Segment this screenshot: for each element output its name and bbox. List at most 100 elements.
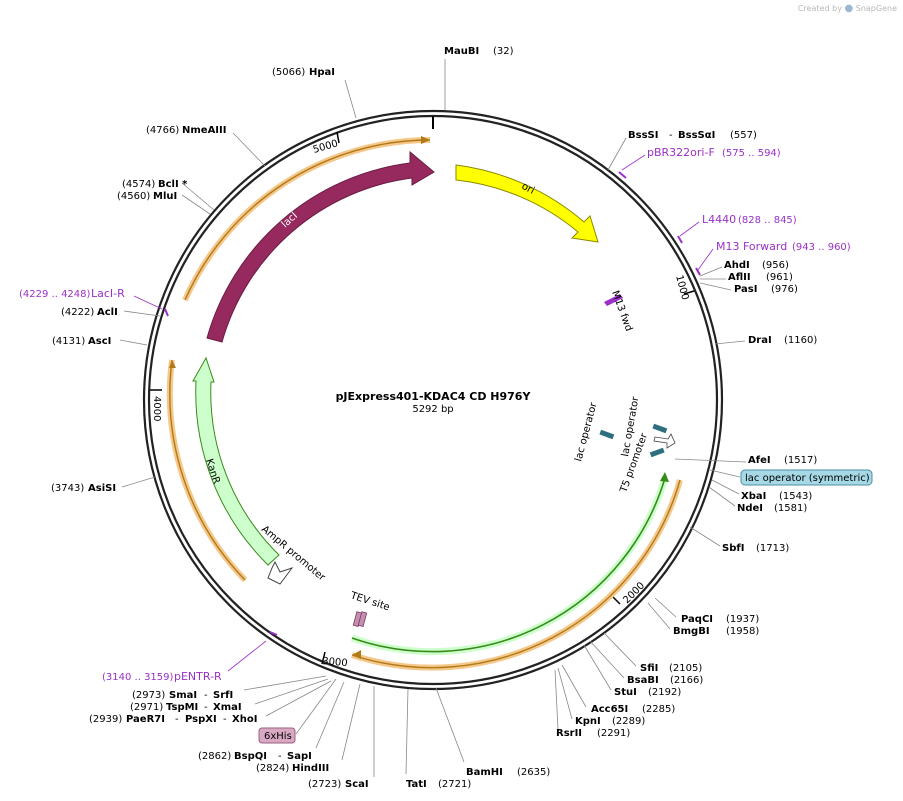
svg-text:(575 .. 594): (575 .. 594) [722,148,781,159]
site-bmgbi[interactable]: BmgBI (1958) [647,602,759,637]
svg-text:lac operator (symmetric): lac operator (symmetric) [745,473,870,484]
orf-upper-left-arrow [421,136,430,144]
svg-text:PaeR7I: PaeR7I [126,714,165,725]
svg-text:AclI: AclI [97,307,118,318]
site-aflii[interactable]: AflII (961) [700,272,793,283]
site-acc65i[interactable]: Acc65I (2285) [561,664,675,715]
svg-text:SapI: SapI [287,751,312,762]
site-nmeaiii[interactable]: (4766) NmeAIII [146,125,266,167]
primer-pentr-r[interactable]: (3140 .. 3159) pENTR-R [102,631,278,683]
cds-kdac4-arrow [660,472,669,482]
svg-text:(2939): (2939) [89,714,122,725]
svg-text:(943 .. 960): (943 .. 960) [792,242,851,253]
svg-text:(1958): (1958) [726,626,759,637]
lac-operator-1[interactable] [599,429,615,440]
svg-text:(1160): (1160) [784,335,817,346]
svg-text:XbaI: XbaI [741,491,766,502]
lac-operator-2[interactable] [652,423,668,434]
lac-operator-symmetric-badge[interactable]: lac operator (symmetric) [709,469,873,486]
svg-text:-: - [175,714,179,725]
site-drai[interactable]: DraI (1160) [714,335,817,346]
svg-text:M13 Forward: M13 Forward [716,240,787,253]
site-mlui[interactable]: (4560) MluI [117,191,211,215]
site-pasi[interactable]: PasI (976) [699,282,798,295]
site-paqci[interactable]: PaqCI (1937) [654,597,759,625]
primer-m13-forward[interactable]: M13 Forward (943 .. 960) [695,240,851,276]
site-scai[interactable]: (2723) ScaI [308,686,375,790]
svg-text:(32): (32) [493,46,514,57]
his-tag-badge[interactable]: 6xHis [258,678,337,744]
m13-fwd-primer[interactable] [604,294,623,306]
svg-text:AfeI: AfeI [748,455,771,466]
svg-text:(4229 .. 4248): (4229 .. 4248) [19,289,91,300]
primer-l4440[interactable]: L4440 (828 .. 845) [677,213,797,244]
svg-text:(3140 .. 3159): (3140 .. 3159) [102,672,174,683]
svg-text:HindIII: HindIII [292,763,329,774]
snapgene-logo-icon: ● [844,3,854,14]
plasmid-length: 5292 bp [412,404,453,415]
svg-text:(1517): (1517) [784,455,817,466]
site-kpni[interactable]: KpnI (2289) [557,667,645,727]
svg-text:TspMI: TspMI [166,702,198,713]
lac-operator-3[interactable] [649,447,665,458]
svg-text:BclI *: BclI * [158,179,188,190]
site-bsssi[interactable]: BssSI - BssSαI (557) [607,130,757,171]
tev-site-label: TEV site [348,590,391,613]
site-maubi[interactable]: MauBI (32) [444,46,514,110]
site-stui[interactable]: StuI (2192) [583,644,681,698]
svg-text:PaqCI: PaqCI [681,614,713,625]
svg-text:(976): (976) [771,284,798,295]
plasmid-name: pJExpress401-KDAC4 CD H976Y [336,390,532,403]
svg-text:AhdI: AhdI [724,260,750,271]
svg-text:LacI-R: LacI-R [91,287,125,300]
site-asisi[interactable]: (3743) AsiSI [51,476,156,494]
svg-text:(1581): (1581) [774,503,807,514]
svg-text:(961): (961) [766,272,793,283]
site-asci[interactable]: (4131) AscI [52,336,148,347]
t5-promoter-feature[interactable] [653,433,676,449]
site-tspmi[interactable]: (2971) TspMI - XmaI [130,678,329,713]
svg-text:(2973): (2973) [132,690,165,701]
site-xbai[interactable]: XbaI (1543) [711,479,812,502]
svg-text:(956): (956) [762,260,789,271]
primer-pbr322ori-f[interactable]: pBR322ori-F (575 .. 594) [618,146,781,179]
svg-text:RsrII: RsrII [556,728,582,739]
site-sfii[interactable]: SfiI (2105) [603,632,702,674]
svg-text:(2723): (2723) [308,779,341,790]
svg-text:(4131): (4131) [52,336,85,347]
svg-text:HpaI: HpaI [309,67,335,78]
svg-text:(4222): (4222) [61,307,94,318]
site-bamhi[interactable]: BamHI (2635) [435,687,550,778]
svg-text:BspQI: BspQI [234,751,267,762]
site-rsrii[interactable]: RsrII (2291) [554,669,630,739]
svg-text:NdeI: NdeI [737,503,763,514]
site-ahdi[interactable]: AhdI (956) [699,260,789,277]
site-hpai[interactable]: (5066) HpaI [272,67,357,119]
orf-bottom-right-arrow [352,650,361,659]
ampr-promoter-feature[interactable] [267,560,294,585]
laci-feature[interactable] [206,150,435,343]
site-hindiii[interactable]: (2824) HindIII [256,683,361,774]
ori-feature[interactable] [455,164,599,243]
kanr-feature[interactable] [192,356,280,566]
primer-laci-r[interactable]: (4229 .. 4248) LacI-R [19,287,169,317]
site-acli[interactable]: (4222) AclI [61,307,161,318]
site-bsabi[interactable]: BsaBI (2166) [589,640,703,686]
ori-label: ori [520,181,537,197]
svg-text:AsiSI: AsiSI [88,483,116,494]
svg-text:BsaBI: BsaBI [627,675,659,686]
svg-text:(2291): (2291) [597,728,630,739]
site-paer7i[interactable]: (2939) PaeR7I - PspXI - XhoI [89,680,332,725]
site-ndei[interactable]: NdeI (1581) [708,486,807,514]
svg-text:ScaI: ScaI [345,779,369,790]
svg-text:-: - [669,130,673,141]
svg-text:StuI: StuI [614,687,637,698]
site-afei[interactable]: AfeI (1517) [674,455,817,466]
site-sbfi[interactable]: SbfI (1713) [689,526,789,554]
site-tati[interactable]: TatI (2721) [405,688,471,790]
site-bcli[interactable]: (4574) BclI * [122,179,215,211]
svg-text:(2192): (2192) [648,687,681,698]
site-smai[interactable]: (2973) SmaI - SrfI [132,675,327,701]
site-bspqi[interactable]: (2862) BspQI - SapI [198,681,345,762]
